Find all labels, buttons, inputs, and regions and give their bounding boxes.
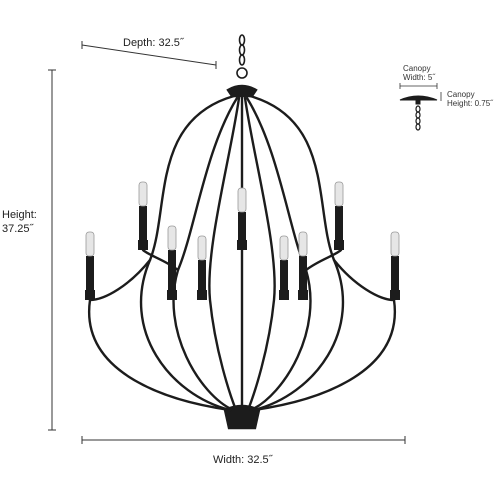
candle-3 <box>167 225 177 300</box>
candle-9 <box>390 231 400 300</box>
canopy-width-line <box>399 83 438 89</box>
canopy-height-label-line2: Height: 0.75˝ <box>447 99 493 108</box>
height-label-line1: Height: <box>2 209 37 221</box>
height-label-line2: 37.25˝ <box>2 223 34 235</box>
candle-2 <box>138 181 148 250</box>
candle-1 <box>85 231 95 300</box>
width-dimension-line <box>81 436 406 444</box>
canopy-width-label-line2: Width: 5˝ <box>403 73 436 82</box>
candle-8 <box>334 181 344 250</box>
candle-5 <box>237 187 247 250</box>
depth-dimension-line <box>81 41 217 69</box>
chain <box>236 34 248 79</box>
width-label: Width: 32.5˝ <box>213 454 273 466</box>
canopy-width-label-line1: Canopy <box>403 64 431 73</box>
candle-6 <box>279 235 289 300</box>
candle-7 <box>298 231 308 300</box>
depth-label: Depth: 32.5˝ <box>123 37 184 49</box>
candle-4 <box>197 235 207 300</box>
chandelier-fixture <box>87 34 397 430</box>
height-dimension-line <box>48 69 56 431</box>
candles <box>85 181 400 300</box>
canopy-height-label-line1: Canopy <box>447 90 475 99</box>
canopy-detail <box>399 95 438 131</box>
